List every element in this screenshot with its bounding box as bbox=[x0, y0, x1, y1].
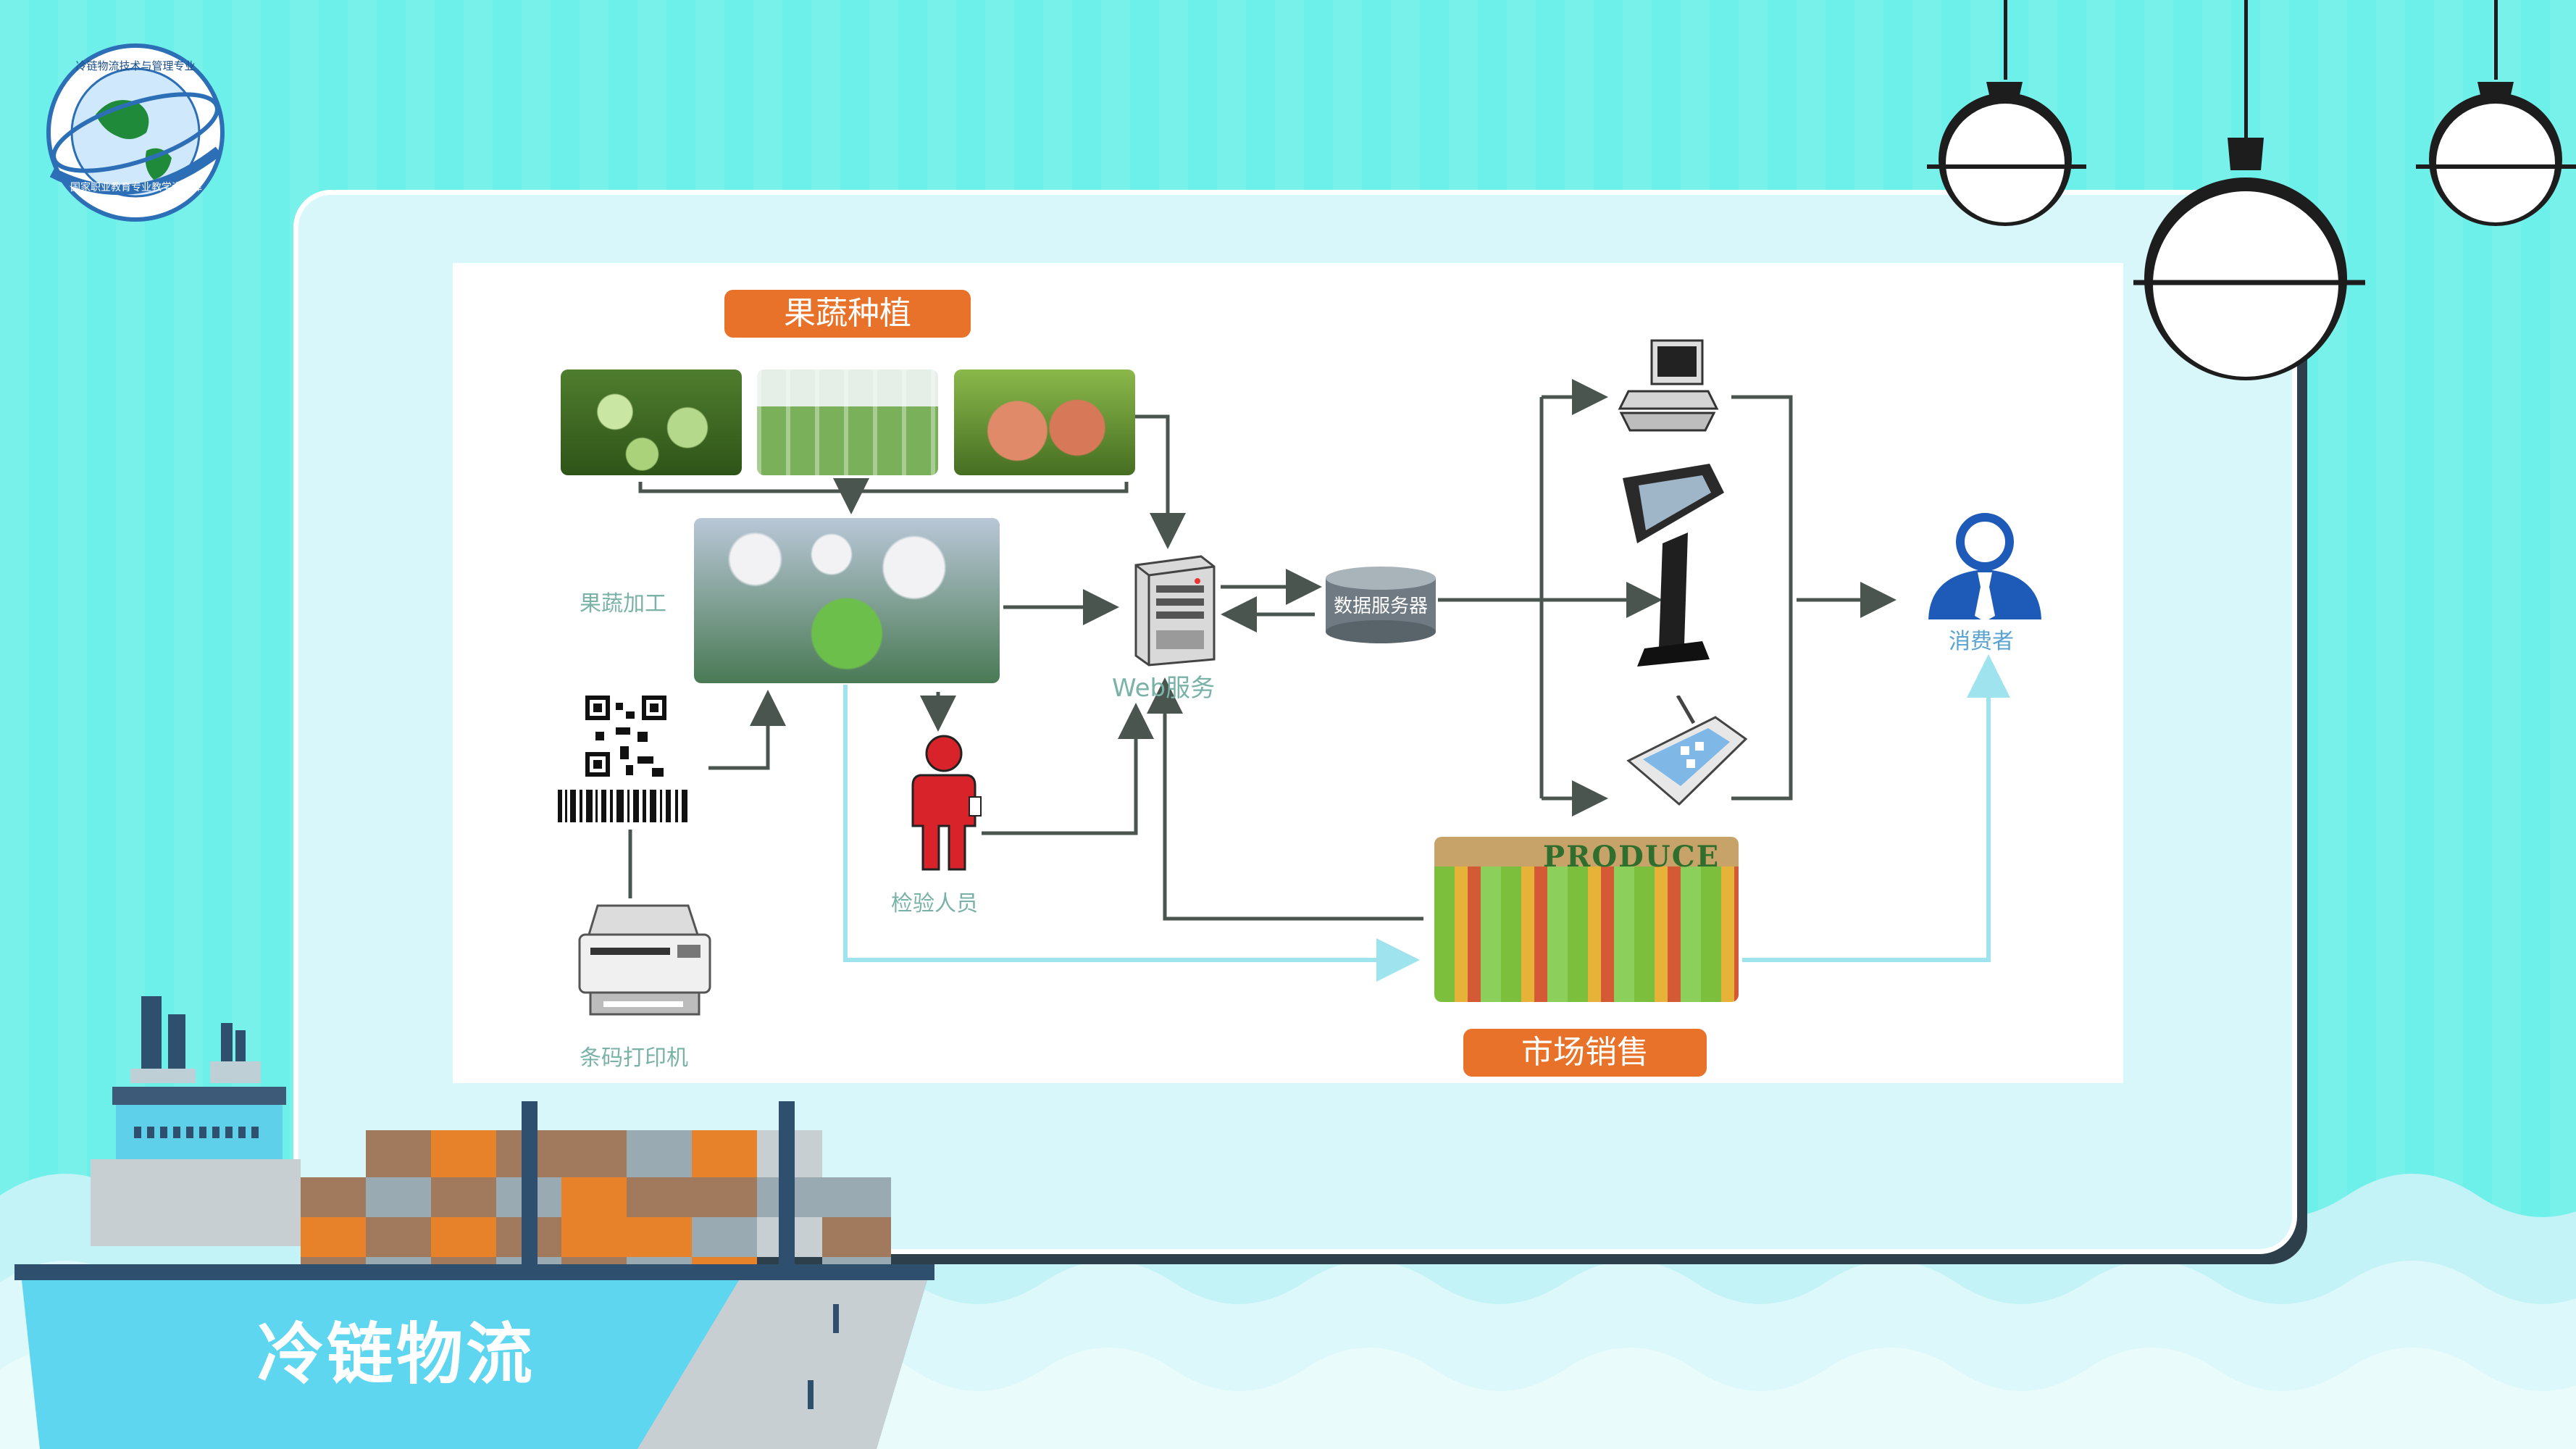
smartphone-icon bbox=[1626, 696, 1748, 806]
qr-barcode-icon bbox=[558, 696, 687, 822]
planting-tag: 果蔬种植 bbox=[724, 290, 971, 338]
inspector-label: 检验人员 bbox=[891, 891, 978, 916]
lettuce-field-photo bbox=[561, 369, 742, 475]
pendant-lamp-small-icon bbox=[2416, 82, 2576, 226]
pendant-lamp-small-icon bbox=[1927, 82, 2086, 226]
consumer-label: 消费者 bbox=[1949, 629, 2014, 654]
web-server-label: Web服务 bbox=[1112, 674, 1216, 703]
data-server: 数据服务器 bbox=[1323, 565, 1439, 645]
desktop-computer-icon bbox=[1618, 339, 1719, 432]
consumer-icon bbox=[1928, 513, 2041, 622]
barcode-printer-icon bbox=[578, 904, 711, 1016]
logo-top-text: 冷链物流技术与管理专业 bbox=[75, 59, 196, 72]
produce-sign: PRODUCE bbox=[1543, 840, 1720, 874]
globe-logo-icon bbox=[46, 43, 225, 222]
supermarket-photo: PRODUCE bbox=[1434, 837, 1739, 1002]
pendant-lamp-large-icon bbox=[2133, 138, 2365, 380]
printer-label: 条码打印机 bbox=[580, 1045, 688, 1071]
cargo-ship-illustration bbox=[14, 996, 934, 1449]
lamp-cord-3 bbox=[2494, 0, 2498, 80]
market-tag: 市场销售 bbox=[1463, 1029, 1707, 1077]
database-label: 数据服务器 bbox=[1333, 596, 1428, 617]
apples-photo bbox=[954, 369, 1135, 475]
slide-title: 冷链物流 bbox=[257, 1316, 536, 1393]
greenhouse-photo bbox=[757, 369, 938, 475]
kiosk-icon bbox=[1623, 464, 1724, 667]
lamp-cord-1 bbox=[2004, 0, 2007, 80]
school-logo: 冷链物流技术与管理专业 国家职业教育专业教学资源库 bbox=[45, 42, 226, 223]
inspector-icon bbox=[911, 735, 982, 871]
database-icon bbox=[1326, 567, 1436, 643]
processing-label: 果蔬加工 bbox=[580, 591, 666, 617]
lamp-cord-2 bbox=[2244, 0, 2248, 141]
processing-photo bbox=[694, 518, 1000, 683]
web-server-icon bbox=[1134, 555, 1216, 667]
logo-bottom-text: 国家职业教育专业教学资源库 bbox=[70, 182, 202, 193]
